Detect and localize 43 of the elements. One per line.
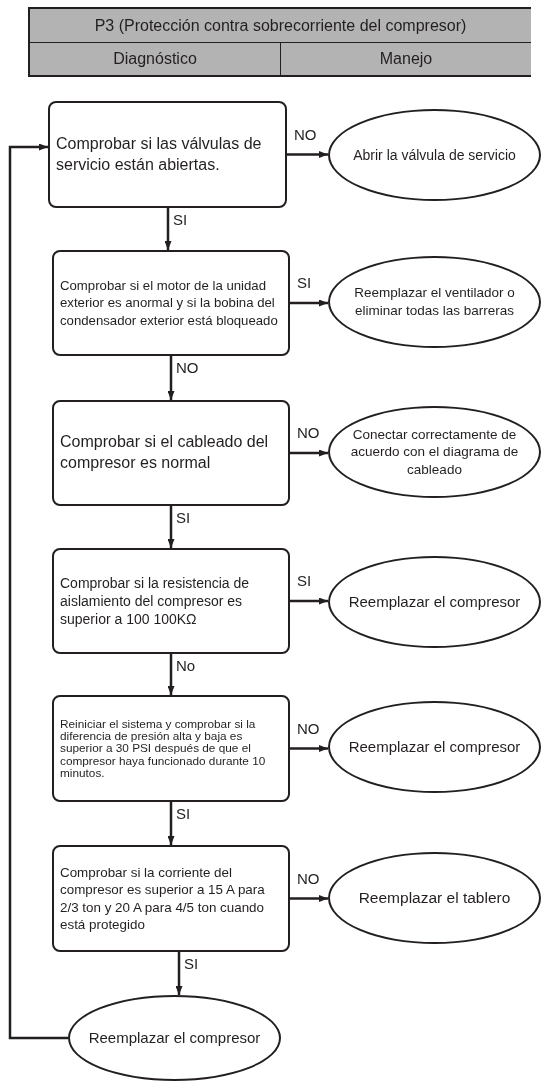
node-text: Reemplazar el compresor [348,592,521,612]
arrow [167,506,175,548]
edge-label: SI [172,212,189,227]
process-box [52,548,290,654]
arrow [290,895,328,902]
node-text: Conectar correctamente de acuerdo con el diagrama de cableado [349,425,520,479]
process-box [52,695,290,802]
process-box [52,250,290,356]
edge-label: NO [175,360,200,375]
arrow [290,745,328,752]
arrow [175,952,183,995]
arrow [290,299,328,307]
arrow [167,802,175,845]
node-text: Comprobar si la corriente del compresor es superior a 15 A para 2/3 ton y 20 A para 4/5 ton cuando está protegido [60,863,266,934]
arrow [164,208,172,250]
arrow [290,449,328,457]
node-text: Abrir la válvula de servicio [353,145,516,165]
edge-label: NO [296,425,321,440]
edge-label: SI [183,956,200,971]
process-box [52,400,290,506]
edge-label: SI [175,510,192,525]
edge-label: SI [296,275,313,290]
table-cell: Manejo [280,43,531,75]
arrow [8,143,68,1040]
arrow [167,654,175,695]
node-text: Reemplazar el compresor [88,1028,261,1048]
edge-label: No [175,658,197,673]
arrow [287,151,328,158]
process-box [48,101,287,208]
process-box [52,845,290,952]
edge-label: SI [296,573,313,588]
node-text: Reemplazar el compresor [348,737,521,757]
node-text: Comprobar si el motor de la unidad exterior es anormal y si la bobina del condensador exterior está bloqueado [60,277,279,329]
arrow [167,356,175,400]
table-header-cell: P3 (Protección contra sobrecorriente del compresor) [30,9,531,43]
node-text: Reemplazar el ventilador o eliminar todas las barreras [353,284,516,320]
node-text: Reiniciar el sistema y comprobar si la diferencia de presión alta y baja es superior a 30 PSI después de que el compresor haya funcionado durante 10 minutos. [60,717,267,780]
edge-label: SI [175,806,192,821]
node-text: Comprobar si el cableado del compresor es normal [60,432,270,473]
node-text: Reemplazar el tablero [358,887,511,908]
arrow [290,597,328,605]
node-text: Comprobar si la resistencia de aislamiento del compresor es superior a 100 100KΩ [60,573,251,629]
node-text: Comprobar si las válvulas de servicio están abiertas. [56,133,263,175]
